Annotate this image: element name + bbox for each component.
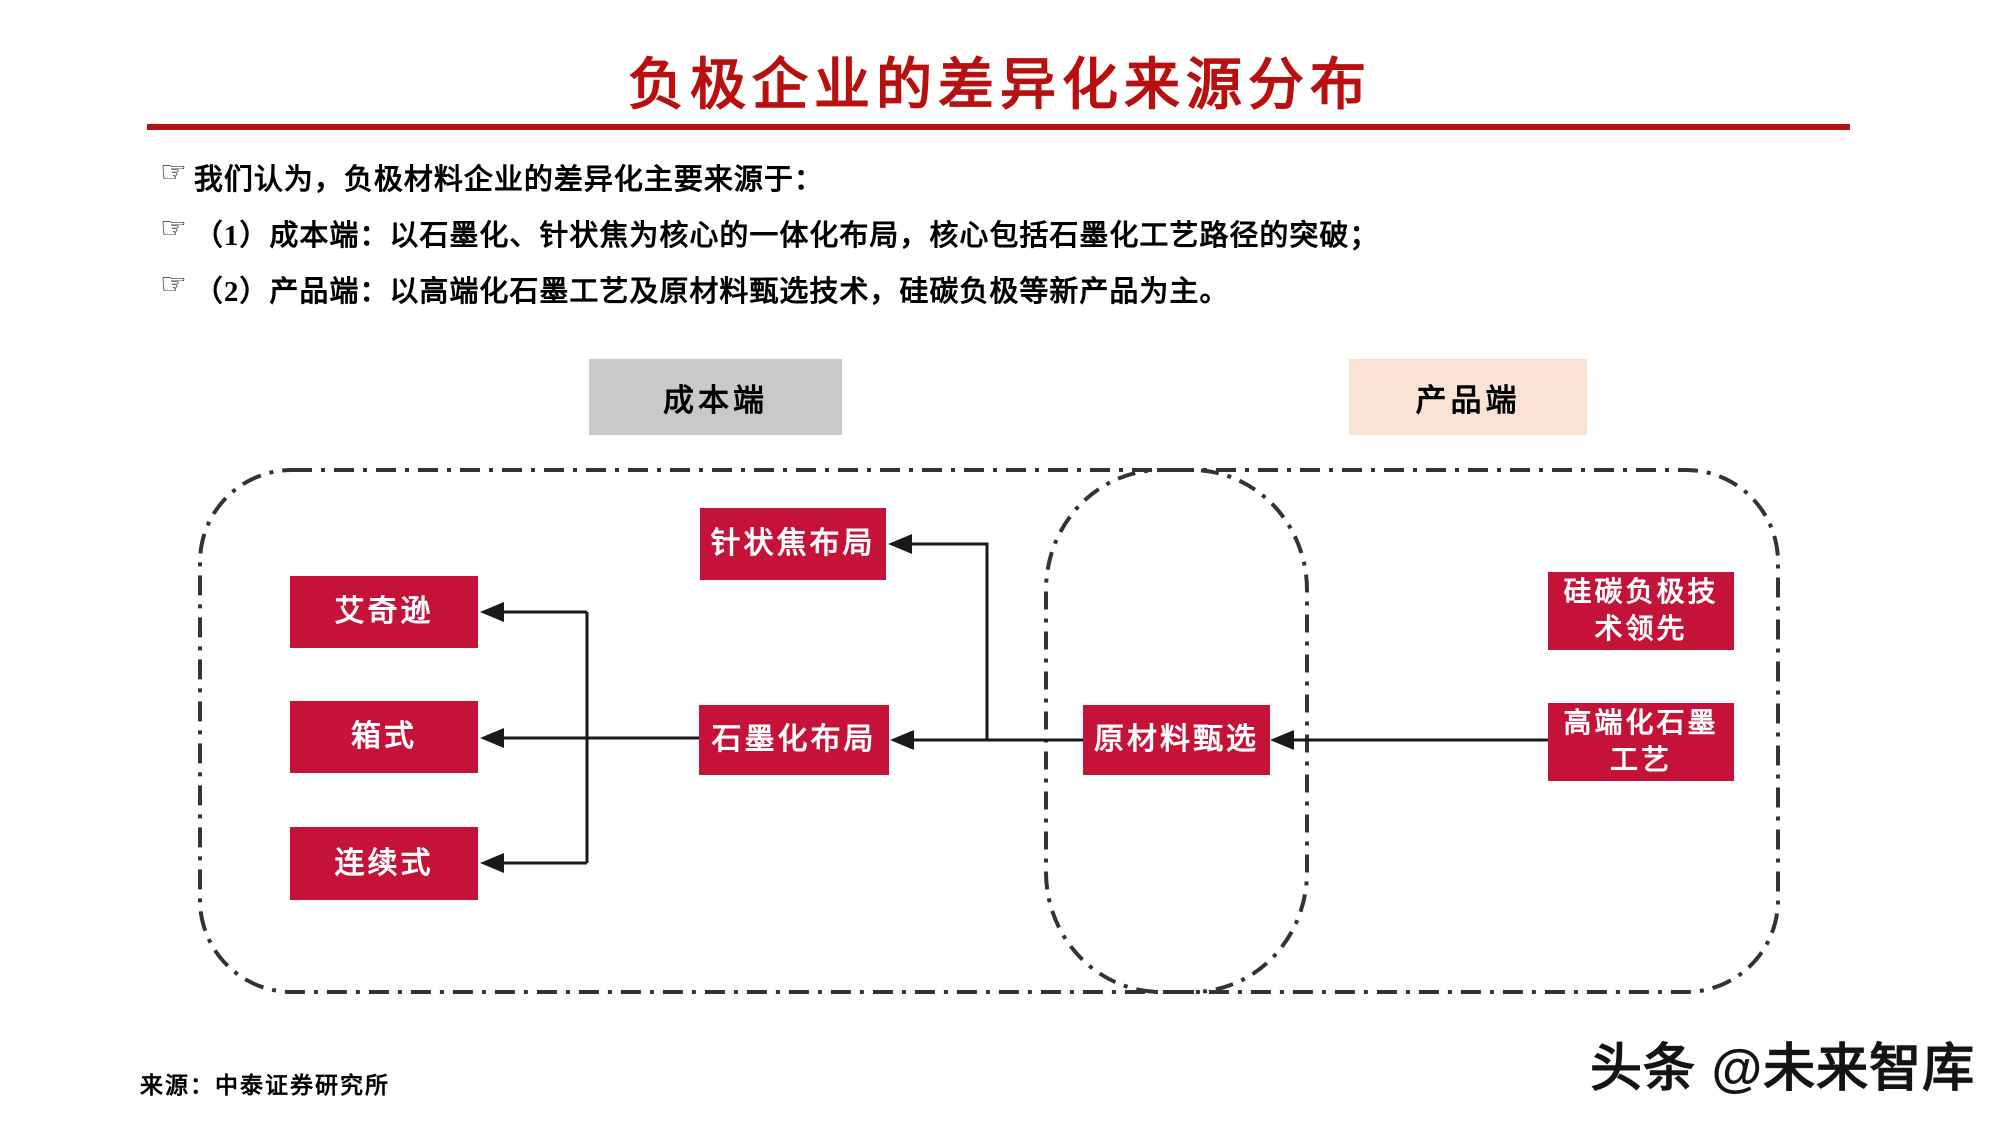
node-graphitization-layout: 石墨化布局 bbox=[699, 705, 889, 775]
node-raw-material-selection: 原材料甄选 bbox=[1083, 705, 1270, 775]
bullet-text: （2）产品端：以高端化石墨工艺及原材料甄选技术，硅碳负极等新产品为主。 bbox=[193, 276, 1230, 308]
arrow-branch-to-continuous bbox=[480, 853, 587, 873]
arrow-branch-to-acheson bbox=[480, 602, 587, 622]
node-high-end-graphite-process: 高端化石墨 工艺 bbox=[1548, 703, 1734, 781]
bullet-item-3: ☞ （2）产品端：以高端化石墨工艺及原材料甄选技术，硅碳负极等新产品为主。 bbox=[160, 268, 1860, 324]
bullet-list: ☞ 我们认为，负极材料企业的差异化主要来源于： ☞ （1）成本端：以石墨化、针状… bbox=[160, 156, 1860, 324]
pointing-hand-icon: ☞ bbox=[160, 212, 188, 245]
arrow-branch-to-needle-coke bbox=[888, 534, 989, 740]
bullet-text: 我们认为，负极材料企业的差异化主要来源于： bbox=[193, 164, 824, 196]
arrow-graphitization-to-box bbox=[480, 728, 699, 748]
source-note: 来源：中泰证券研究所 bbox=[140, 1073, 390, 1098]
bullet-text: （1）成本端：以石墨化、针状焦为核心的一体化布局，核心包括石墨化工艺路径的突破； bbox=[193, 220, 1380, 252]
node-acheson: 艾奇逊 bbox=[290, 576, 478, 648]
arrow-highend-to-raw bbox=[1270, 730, 1548, 750]
node-silicon-anode-tech: 硅碳负极技 术领先 bbox=[1548, 572, 1734, 650]
page-title: 负极企业的差异化来源分布 bbox=[628, 55, 1372, 117]
bullet-item-1: ☞ 我们认为，负极材料企业的差异化主要来源于： bbox=[160, 156, 1860, 212]
node-box-type: 箱式 bbox=[290, 701, 478, 773]
cost-side-header: 成本端 bbox=[589, 359, 842, 435]
pointing-hand-icon: ☞ bbox=[160, 268, 188, 301]
pointing-hand-icon: ☞ bbox=[160, 156, 188, 189]
inner-dashed-capsule bbox=[1044, 468, 1309, 994]
node-continuous-type: 连续式 bbox=[290, 827, 478, 900]
bullet-item-2: ☞ （1）成本端：以石墨化、针状焦为核心的一体化布局，核心包括石墨化工艺路径的突… bbox=[160, 212, 1860, 268]
arrow-raw-to-graphitization bbox=[890, 730, 1083, 750]
title-divider-rule bbox=[147, 124, 1850, 130]
node-needle-coke-layout: 针状焦布局 bbox=[700, 508, 886, 580]
outer-dashed-frame bbox=[198, 468, 1780, 994]
product-side-header: 产品端 bbox=[1349, 359, 1587, 435]
toutiao-watermark: 头条 @未来智库 bbox=[1590, 1040, 1976, 1098]
